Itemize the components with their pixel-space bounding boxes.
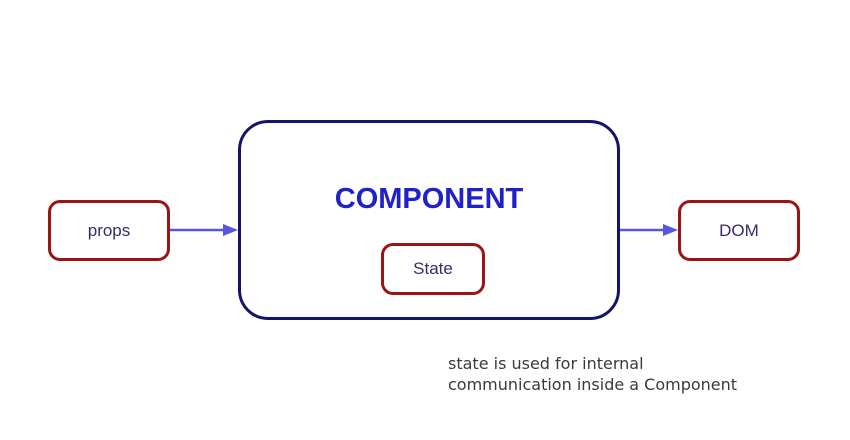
component-title: COMPONENT xyxy=(334,183,524,215)
caption-line-1: state is used for internal xyxy=(448,354,644,373)
dom-node: DOM xyxy=(678,200,800,261)
component-container: COMPONENT State xyxy=(238,120,620,320)
state-node: State xyxy=(381,243,485,295)
props-node-label: props xyxy=(87,220,131,240)
arrow-props-to-component-icon xyxy=(170,224,238,236)
dom-node-label: DOM xyxy=(719,220,759,240)
props-node: props xyxy=(48,200,170,261)
arrow-head xyxy=(223,224,238,236)
caption-line-2: communication inside a Component xyxy=(448,375,738,394)
arrow-component-to-dom-icon xyxy=(620,224,678,236)
arrow-head xyxy=(663,224,678,236)
caption: state is used for internal communication… xyxy=(448,353,737,395)
state-node-label: State xyxy=(413,259,453,278)
